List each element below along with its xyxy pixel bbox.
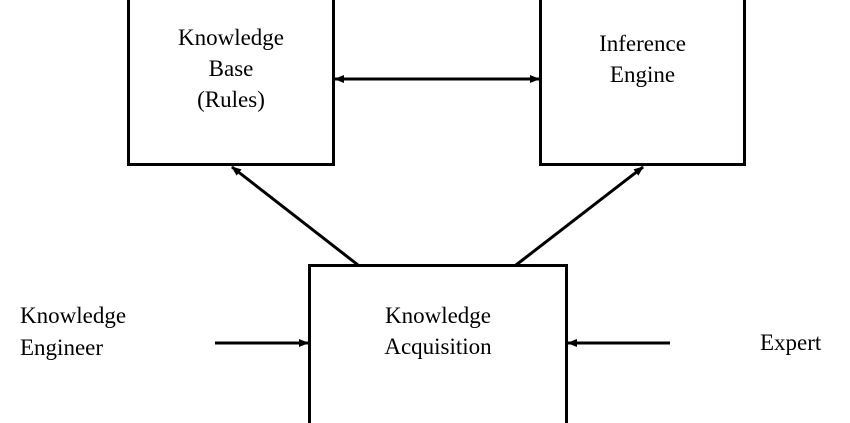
knowledge-engineer-label: Knowledge Engineer: [20, 300, 126, 364]
arrow-acquisition-to-knowledge-base: [231, 165, 359, 267]
knowledge-engineer-label-line2: Engineer: [20, 335, 104, 360]
knowledge-acquisition-label-line2: Acquisition: [384, 334, 492, 359]
knowledge-base-label: Knowledge Base (Rules): [130, 22, 332, 115]
inference-engine-box: Inference Engine: [539, 0, 746, 166]
knowledge-base-box: Knowledge Base (Rules): [127, 0, 335, 166]
expert-label-text: Expert: [760, 330, 822, 355]
knowledge-acquisition-label: Knowledge Acquisition: [311, 300, 565, 362]
knowledge-engineer-label-line1: Knowledge: [20, 303, 127, 328]
inference-engine-label-line1: Inference: [599, 31, 686, 56]
arrow-acquisition-to-inference-engine: [515, 165, 644, 267]
knowledge-acquisition-box: Knowledge Acquisition: [308, 264, 568, 423]
expert-label: Expert: [760, 327, 821, 359]
inference-engine-label-line2: Engine: [609, 62, 676, 87]
knowledge-base-label-line3: (Rules): [197, 87, 265, 112]
knowledge-base-label-line2: Base: [208, 56, 254, 81]
knowledge-acquisition-label-line1: Knowledge: [384, 303, 492, 328]
knowledge-base-label-line1: Knowledge: [177, 25, 285, 50]
inference-engine-label: Inference Engine: [542, 28, 743, 90]
